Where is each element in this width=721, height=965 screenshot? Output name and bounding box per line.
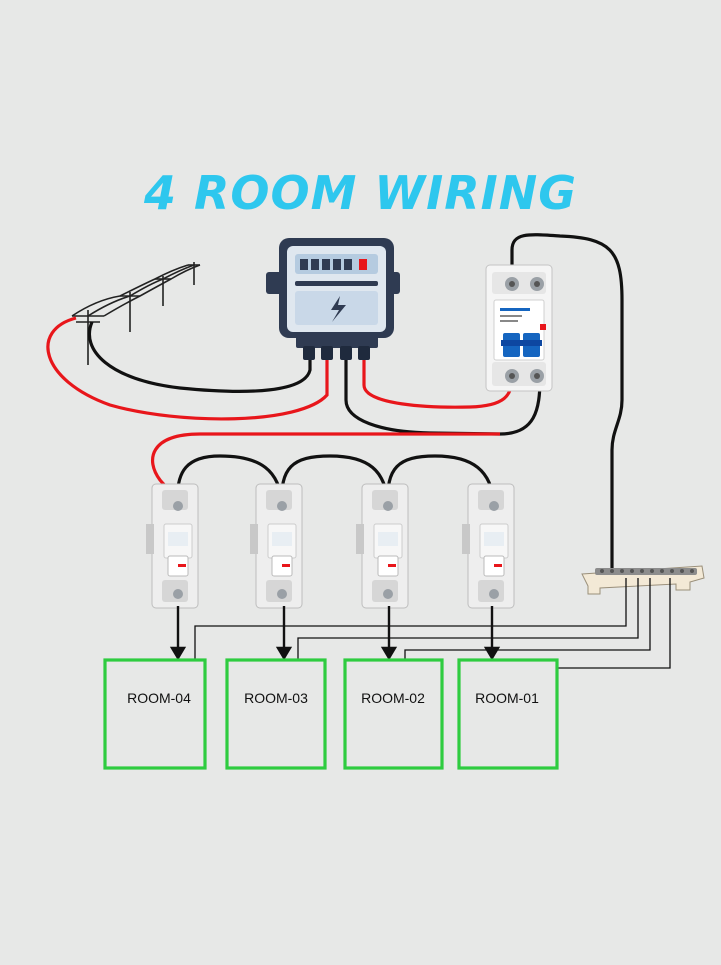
room-box-03: ROOM-03: [225, 658, 327, 770]
neutral-busbar-icon: [581, 565, 705, 595]
room-box-04: ROOM-04: [103, 658, 207, 770]
room-box-02: ROOM-02: [343, 658, 444, 770]
double-pole-breaker-icon: [485, 264, 553, 392]
room-label-02: ROOM-02: [361, 690, 425, 706]
utility-pole-icon: [71, 262, 201, 365]
diagram-title: 4 ROOM WIRING: [143, 166, 578, 220]
energy-meter-icon: [266, 238, 400, 360]
room-box-01: ROOM-01: [457, 658, 559, 770]
room-label-04: ROOM-04: [127, 690, 191, 706]
room-label-03: ROOM-03: [244, 690, 308, 706]
room-label-01: ROOM-01: [475, 690, 539, 706]
single-pole-breaker-icon: [146, 483, 515, 609]
